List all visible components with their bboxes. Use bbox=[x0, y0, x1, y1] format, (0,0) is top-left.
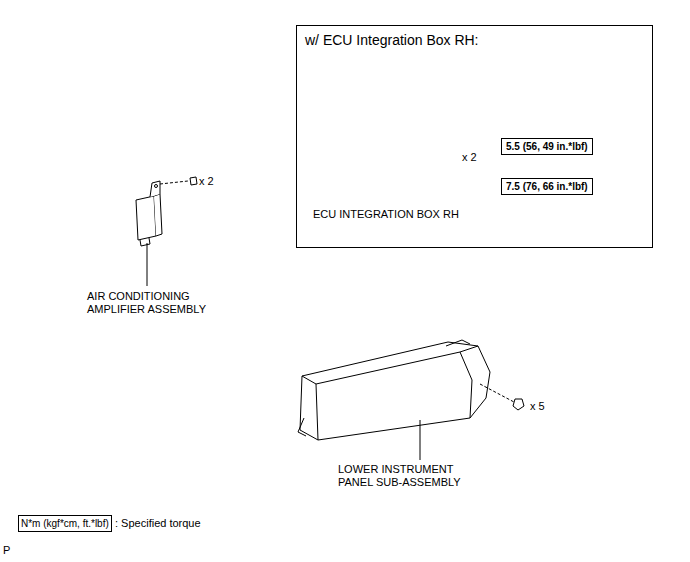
torque-value: 5.5 (56, 49 in.*lbf) bbox=[506, 140, 588, 153]
quantity-mark: x 5 bbox=[530, 400, 545, 413]
legend-note: : Specified torque bbox=[115, 517, 201, 530]
part-name: AIR CONDITIONING AMPLIFIER ASSEMBLY bbox=[87, 290, 217, 316]
torque-value: N*m (kgf*cm, ft.*lbf) bbox=[21, 517, 109, 530]
glove-box-drawing bbox=[298, 340, 524, 460]
part-name: LOWER INSTRUMENT PANEL SUB-ASSEMBLY bbox=[338, 463, 478, 489]
ac-amplifier-drawing bbox=[136, 177, 197, 286]
frame-heading: w/ ECU Integration Box RH: bbox=[305, 32, 644, 49]
torque-box: N*m (kgf*cm, ft.*lbf) bbox=[18, 515, 112, 532]
quantity-mark: x 2 bbox=[199, 175, 214, 188]
torque-value: 7.5 (76, 66 in.*lbf) bbox=[506, 180, 588, 193]
torque-box: 5.5 (56, 49 in.*lbf) bbox=[501, 138, 593, 155]
page-mark: P bbox=[3, 544, 10, 557]
torque-box: 7.5 (76, 66 in.*lbf) bbox=[501, 178, 593, 195]
part-name: ECU INTEGRATION BOX RH bbox=[313, 208, 459, 221]
quantity-mark: x 2 bbox=[462, 151, 477, 164]
